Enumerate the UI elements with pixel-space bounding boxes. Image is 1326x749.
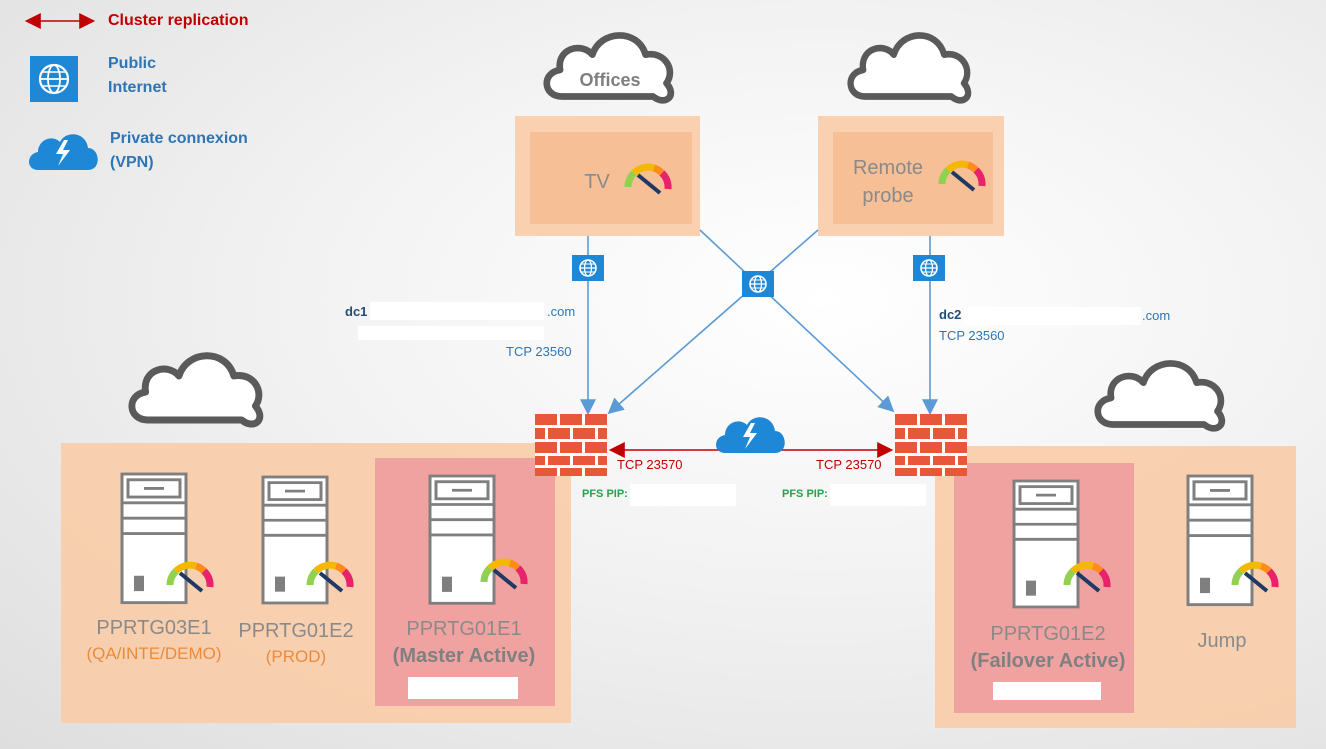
dc2-prefix: dc2 [939,307,962,322]
pprtg01e2-failover-role: (Failover Active) [970,650,1126,672]
cloud-icon-dc1 [132,356,260,424]
pprtg01e1-redacted [408,677,518,699]
pfs-pip-right-redacted [830,484,926,506]
firewall-icon-dc1 [535,414,607,476]
pprtg03e1-role: (QA/INTE/DEMO) [86,644,222,663]
dc1-suffix: .com [547,304,576,319]
dc1-port: TCP 23560 [506,344,572,359]
remote-probe-label: Remote probe [852,157,924,207]
link-tv-to-dc2 [699,229,895,413]
pprtg01e1-role: (Master Active) [392,645,536,667]
dc1-address-redacted [358,326,544,340]
globe-icon-dc1-link [571,254,605,282]
legend-globe-icon [30,56,78,102]
pprtg03e1-name: PPRTG03E1 [96,617,212,639]
dc2-port: TCP 23560 [939,328,1005,343]
server-icon-pprtg01e1 [428,474,496,605]
tv-label: TV [584,171,610,193]
firewall-icon-dc2 [895,414,967,476]
pprtg01e2-prod-name: PPRTG01E2 [238,620,354,642]
dc2-suffix: .com [1142,308,1171,323]
pprtg01e1-name: PPRTG01E1 [406,618,522,640]
legend-private-connexion: Private connexion (VPN) [110,130,248,171]
pprtg01e2-failover-redacted [993,682,1101,700]
gauge-icon-probe [942,164,982,190]
pfs-pip-right-label: PFS PIP: [782,488,828,500]
replication-port-right: TCP 23570 [816,457,882,472]
legend-public-internet: Public Internet [108,55,167,96]
offices-label: Offices [579,70,641,90]
jump-name: Jump [1197,630,1247,652]
remote-probe-site-inner [833,132,993,224]
cloud-icon-dc2 [1098,363,1222,428]
dc1-hostname-redacted [370,302,544,320]
server-icon-pprtg03e1 [120,472,188,605]
globe-icon-crossing [741,270,775,298]
globe-icon-dc2-link [912,254,946,282]
dc2-hostname-redacted [964,307,1141,325]
server-icon-pprtg01e2-failover [1012,479,1080,609]
pprtg01e2-prod-role: (PROD) [265,647,327,666]
pprtg01e2-failover-name: PPRTG01E2 [990,623,1106,645]
legend-cluster-replication: Cluster replication [108,12,249,29]
pfs-pip-left-redacted [630,484,736,506]
pfs-pip-left-label: PFS PIP: [582,488,628,500]
gauge-icon-tv [628,167,668,193]
server-icon-pprtg01e2-prod [261,475,329,605]
legend-vpn-cloud-icon [29,134,98,170]
dc1-prefix: dc1 [345,304,368,319]
link-probe-to-dc1 [607,229,819,415]
replication-port-left: TCP 23570 [617,457,683,472]
server-icon-jump [1186,474,1254,607]
cloud-icon-remote [851,35,969,100]
vpn-cloud-icon [716,417,785,453]
